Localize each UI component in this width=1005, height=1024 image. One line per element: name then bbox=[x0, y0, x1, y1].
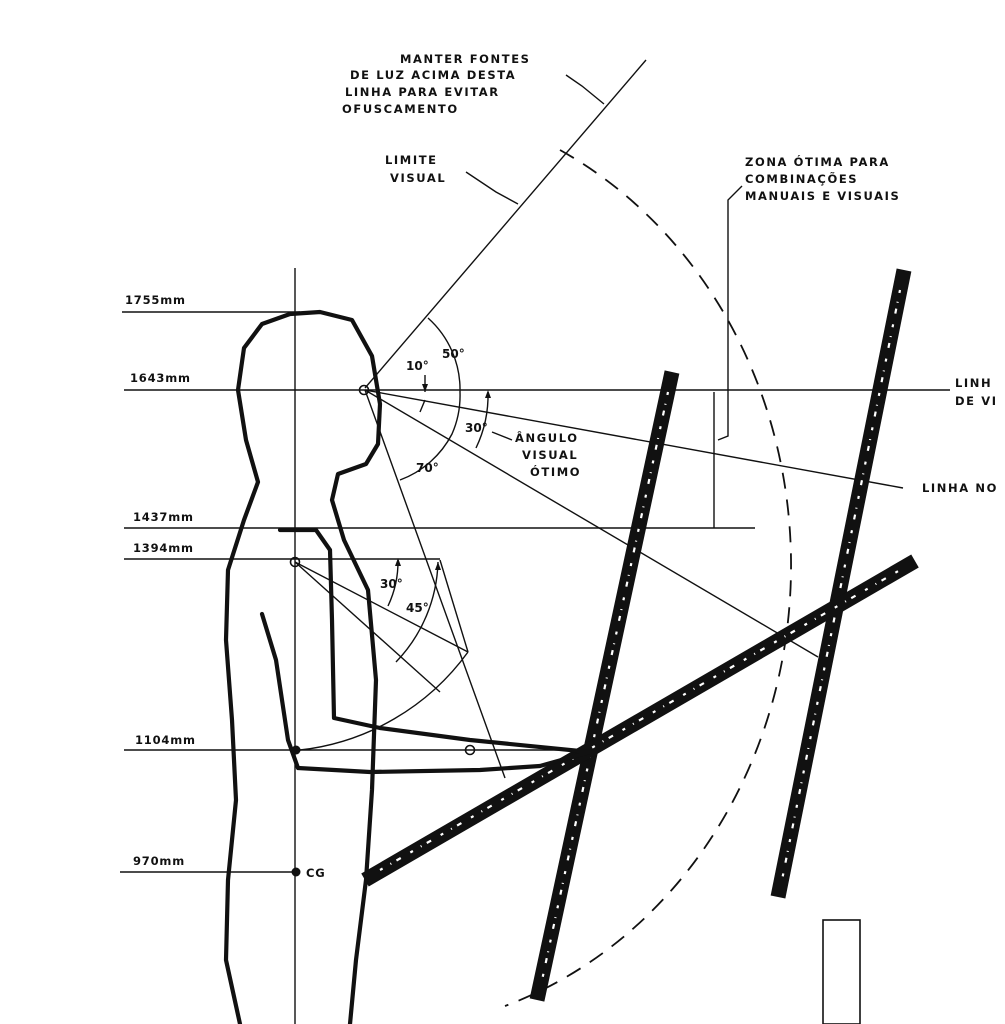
shoulder-arc bbox=[299, 651, 469, 751]
angle-label-70: 70° bbox=[416, 461, 439, 475]
arrow-tick-shoulder-45 bbox=[435, 562, 441, 570]
human-arm bbox=[259, 527, 593, 775]
normal-sight-line bbox=[364, 389, 904, 489]
height-label-1437: 1437mm bbox=[133, 510, 194, 524]
reach-arc-dashed bbox=[504, 149, 792, 1007]
work-board-near bbox=[529, 370, 680, 1002]
arrow-tick-10 bbox=[422, 384, 428, 392]
angle-arc-50 bbox=[399, 317, 461, 481]
angle-arc-10b bbox=[419, 399, 426, 413]
center-of-gravity-label: CG bbox=[306, 866, 325, 880]
visual-limit-line bbox=[364, 59, 647, 389]
light-sources-leader bbox=[565, 74, 605, 105]
wrist-point bbox=[464, 744, 476, 756]
eye-point bbox=[358, 384, 370, 396]
angle-label-30-shoulder: 30° bbox=[380, 577, 403, 591]
work-board-far bbox=[770, 268, 912, 899]
angle-label-10: 10° bbox=[406, 359, 429, 373]
shoulder-line-30 bbox=[294, 561, 469, 653]
arrow-tick-30 bbox=[485, 390, 491, 398]
floor-post bbox=[822, 919, 861, 1024]
visual-limit-note: LIMITE VISUAL bbox=[385, 153, 446, 185]
angle-label-45: 45° bbox=[406, 601, 429, 615]
angle-arc-30 bbox=[475, 391, 489, 449]
shoulder-line-45 bbox=[294, 561, 441, 693]
shoulder-point bbox=[289, 556, 301, 568]
visual-limit-leader bbox=[465, 171, 519, 205]
angle-label-30-eye: 30° bbox=[465, 421, 488, 435]
optimal-angle-leader bbox=[491, 431, 513, 441]
horizontal-line-label: LINH DE VI bbox=[955, 376, 998, 408]
height-label-1755: 1755mm bbox=[125, 293, 186, 307]
shoulder-fan-edge bbox=[439, 559, 469, 653]
human-silhouette bbox=[223, 309, 383, 1024]
optimal-lower-sight-line bbox=[364, 389, 819, 658]
arrow-tick-shoulder-30 bbox=[395, 558, 401, 566]
height-label-970: 970mm bbox=[133, 854, 185, 868]
height-label-1104: 1104mm bbox=[135, 733, 196, 747]
center-of-gravity-point bbox=[291, 867, 301, 877]
height-label-1394: 1394mm bbox=[133, 541, 194, 555]
angle-label-50: 50° bbox=[442, 347, 465, 361]
light-sources-note: MANTER FONTES DE LUZ ACIMA DESTA LINHA P… bbox=[342, 52, 536, 116]
lower-limit-sight-line bbox=[364, 389, 506, 779]
normal-line-label: LINHA NO bbox=[922, 481, 998, 495]
optimal-zone-note: ZONA ÓTIMA PARA COMBINAÇÕES MANUAIS E VI… bbox=[745, 154, 900, 203]
height-label-1643: 1643mm bbox=[130, 371, 191, 385]
optimal-zone-leader bbox=[717, 185, 743, 441]
elbow-point bbox=[291, 745, 301, 755]
work-board-slanted bbox=[361, 554, 919, 887]
optimal-angle-note: ÂNGULO VISUAL ÓTIMO bbox=[515, 430, 584, 479]
shoulder-angle-arc-45 bbox=[395, 561, 439, 663]
